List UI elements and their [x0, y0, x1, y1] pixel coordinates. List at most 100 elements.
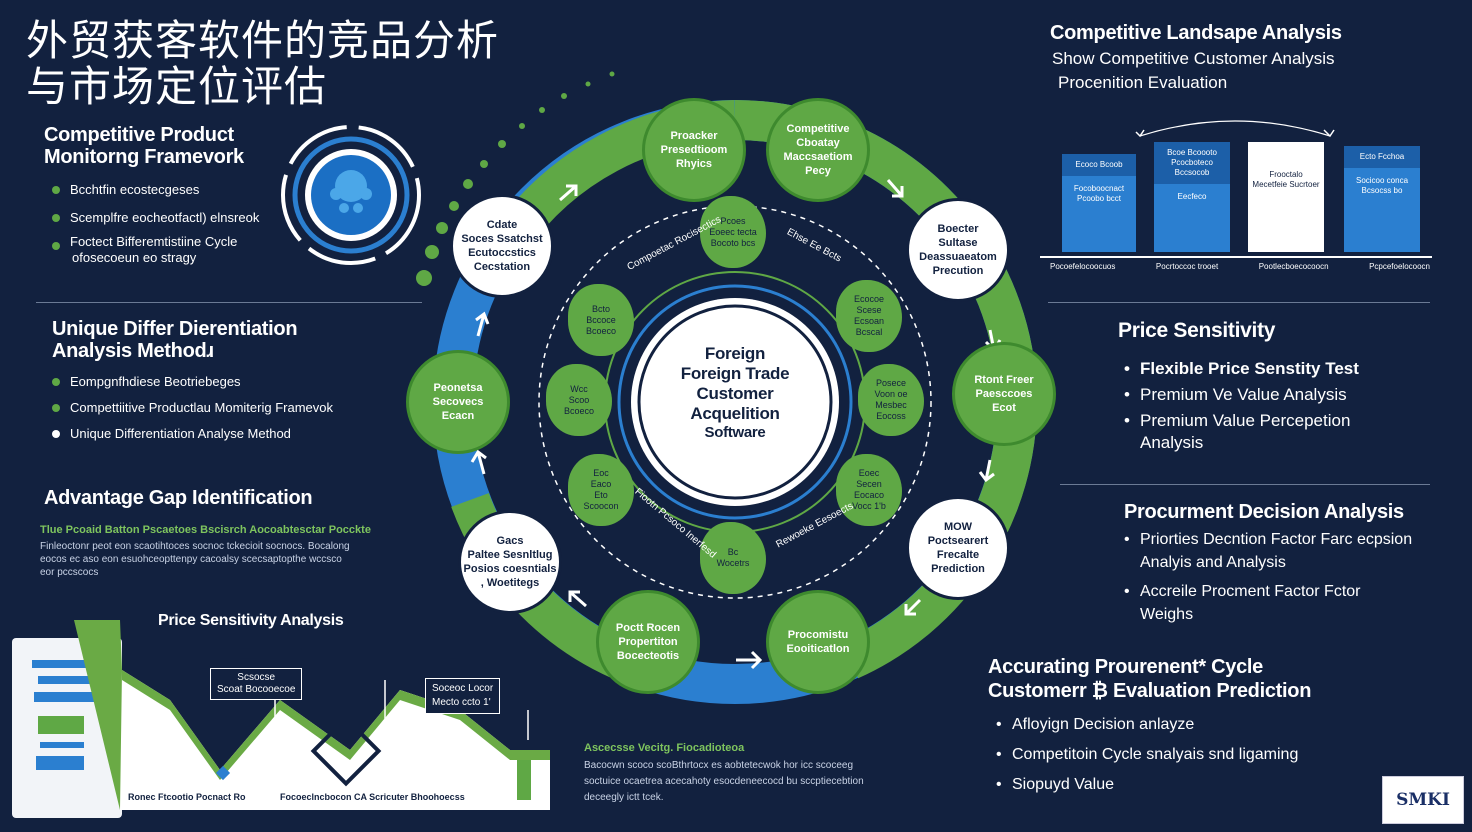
cycle-node-label: Paesccoes: [975, 388, 1033, 400]
cycle-node-label: Ecot: [992, 402, 1016, 414]
cycle-node-label: MOW: [943, 521, 973, 533]
chart-note-title: Ascecsse Vecitg. Fiocadioteoa: [584, 742, 745, 754]
cycle-node-label: Boecter: [937, 223, 979, 235]
cycle-node-label: Cdate: [486, 219, 518, 231]
landscape-box: Frooctalo Mecetfeie Sucrtoer: [1248, 142, 1324, 252]
landscape-box-label: Ecoco Bcoob: [1062, 154, 1136, 176]
cycle-node-label: Secovecs: [432, 396, 484, 408]
center-title: Foreign Foreign Trade Customer Acqueliti…: [680, 344, 790, 441]
list-item: Scemplfre eocheotfactl) elnsreok: [50, 206, 350, 230]
cycle-node-label: Procomistu: [787, 629, 849, 641]
inner-blob-label: Bcoeco: [585, 325, 617, 336]
differ-title: Unique Differ Dierentiation Analysis Met…: [52, 318, 298, 362]
inner-blob-label: Eaco: [590, 479, 612, 489]
list-item-continued: ofosecoeun eo stragy: [72, 250, 197, 265]
inner-blob-label: Scese: [856, 305, 882, 315]
divider: [1048, 302, 1430, 303]
gap-title: Advantage Gap Identification: [44, 487, 313, 509]
list-item: Eompgnfhdiese Beotriebeges: [50, 370, 333, 394]
landscape-arrow: [1135, 120, 1335, 138]
list-item: Premium Value Percepetion Analysis: [1124, 410, 1380, 454]
list-item: Afloyign Decision anlayze: [996, 710, 1298, 740]
list-item: Unique Differentiation Analyse Method: [50, 422, 333, 446]
cycle-node-label: Soces Ssatchst: [461, 233, 543, 245]
inner-blob-label: Posece: [875, 378, 907, 388]
target-icon: [281, 125, 421, 265]
inner-blob-label: Wocetrs: [716, 558, 750, 568]
inner-blob-label: Scoo: [568, 394, 590, 405]
inner-blob-label: Bc: [727, 547, 739, 557]
cycle-node-label: Cecstation: [473, 261, 531, 273]
procurement-title: Procurment Decision Analysis: [1124, 501, 1404, 523]
gap-subtitle: Tlue Pcoaid Batton Pscaetoes Bscisrch Ao…: [40, 524, 371, 536]
cycle-node-label: Frecalte: [936, 549, 980, 561]
landscape-box-label: Frooctalo Mecetfeie Sucrtoer: [1252, 170, 1320, 189]
inner-blob-label: Bccoce: [586, 314, 616, 325]
inner-blob-label: Scoocon: [583, 501, 619, 511]
list-item: Compettiitive Productlau Momiterig Frame…: [50, 396, 333, 420]
list-item: Foctect Bifferemtistiine Cycle: [50, 234, 350, 250]
landscape-axis: Pocoefelocoocuos Pocrtoccoc trooet Pootl…: [1050, 262, 1430, 271]
cycle-node-label: Poctsearert: [927, 535, 989, 547]
cycle-node-label: Ecacn: [441, 410, 475, 422]
inner-blob-label: Eto: [594, 490, 608, 500]
cycle-node-label: Maccsaetiom: [783, 151, 853, 163]
chart-title: Price Sensitivity Analysis: [158, 612, 344, 629]
list-item: Flexible Price Senstity Test: [1124, 356, 1414, 382]
title-line-1: 外贸获客软件的竞品分析: [26, 16, 500, 65]
procurement-list: Priorties Decntion Factor Farc ecpsion A…: [1124, 528, 1434, 626]
inner-blob-label: Ecsoan: [853, 316, 885, 326]
cycle-node-label: Peonetsa: [433, 382, 483, 394]
price-list: Flexible Price Senstity Test Premium Ve …: [1124, 356, 1414, 454]
cycle-node-label: Deassuaeatom: [919, 251, 997, 263]
chart-label-box: Scsocse Scoat Bocooecoe: [210, 668, 303, 700]
cycle-node-label: Cboatay: [796, 137, 840, 149]
landscape-box-text: Focoboocnact Pcoobo bcct: [1073, 184, 1125, 203]
cycle-node-label: Posios coesntials: [463, 563, 557, 575]
differ-list: Eompgnfhdiese Beotriebeges Compettiitive…: [50, 370, 333, 446]
inner-blob-label: Vocc 1'b: [852, 501, 886, 511]
inner-blob-label: Eoc: [593, 468, 609, 478]
framework-list: Bcchtfin ecostecgeses Scemplfre eocheotf…: [50, 178, 350, 266]
chart-note: Bacocwn scoco scoBthrtocx es aobtetecwok…: [584, 760, 864, 803]
list-item: Siopuyd Value: [996, 770, 1298, 800]
cycle-node-label: Bocecteotis: [616, 650, 680, 662]
cycle-list: Afloyign Decision anlayze Competitoin Cy…: [996, 710, 1298, 800]
divider: [1060, 484, 1430, 485]
list-item: Accreile Procment Factor Fctor Weighs: [1124, 580, 1410, 626]
logo: SMKI: [1382, 776, 1464, 824]
inner-blob-label: Voon oe: [874, 389, 908, 399]
price-title: Price Sensitivity: [1118, 319, 1276, 342]
cycle-node-label: Rtont Freer: [974, 374, 1034, 386]
divider: [36, 302, 422, 303]
inner-blob-label: Eoec: [858, 468, 880, 478]
inner-blob-label: Bocoto bcs: [710, 237, 756, 248]
inner-blob-label: Mesbec: [875, 400, 907, 410]
cycle-node-label: Pecy: [805, 165, 831, 177]
framework-title: Competitive Product Monitorng Framevork: [44, 124, 244, 168]
chart-axis-label: Ronec Ftcootio Pocnact Ro: [128, 792, 246, 802]
inner-blob-label: Bcto: [591, 303, 610, 314]
inner-blob-label: Pcoes: [720, 215, 746, 226]
cycle-node-label: Proacker: [670, 130, 718, 142]
cycle-node-label: , Woetitegs: [480, 577, 540, 589]
landscape-box-label: Ecto Fcchoa: [1344, 146, 1420, 168]
title-line-2: 与市场定位评估: [26, 62, 328, 111]
landscape-title: Competitive Landsape Analysis: [1050, 22, 1342, 44]
inner-blob-label: Ecocoe: [853, 294, 885, 304]
list-item: Priorties Decntion Factor Farc ecpsion A…: [1124, 528, 1434, 574]
